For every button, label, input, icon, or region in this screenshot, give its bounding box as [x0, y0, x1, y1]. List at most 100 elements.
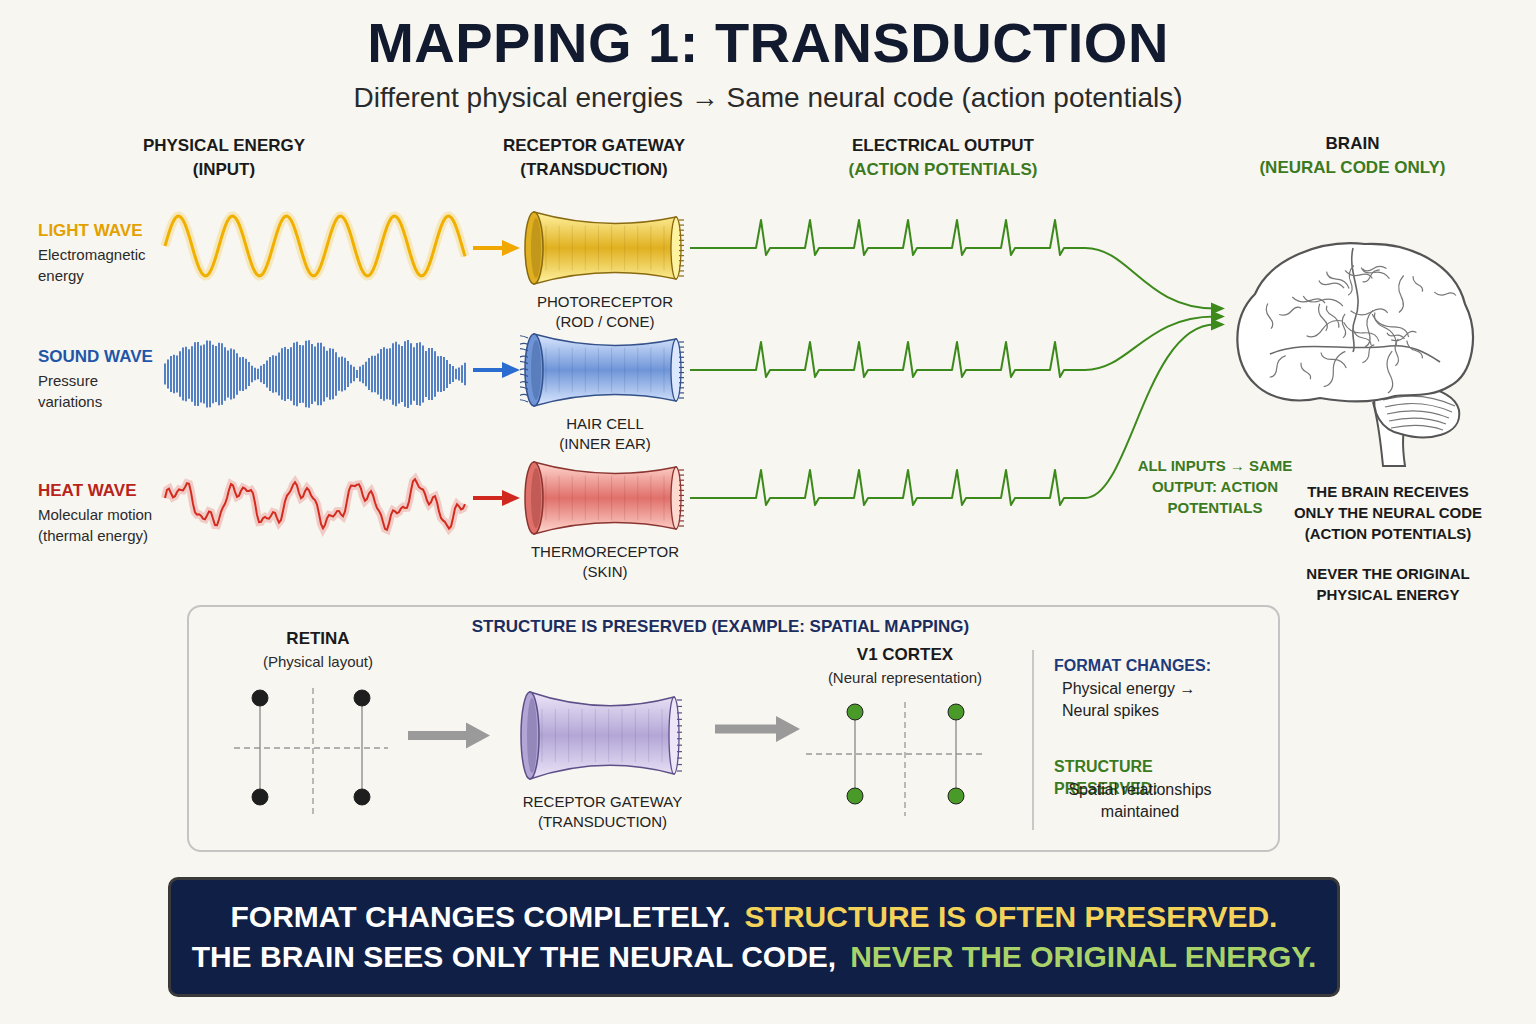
sound-stroke	[299, 345, 301, 403]
sound-stroke	[458, 368, 460, 381]
sound-stroke	[176, 356, 178, 393]
sound-stroke	[221, 343, 223, 405]
sound-stroke	[311, 344, 313, 404]
position-dot	[354, 789, 370, 805]
sound-stroke	[317, 343, 319, 405]
brain-gyrus	[1407, 341, 1423, 359]
sound-stroke	[257, 369, 259, 380]
connector	[473, 490, 520, 506]
gateway-stripe	[559, 476, 560, 521]
wave-name: LIGHT WAVE	[38, 220, 162, 242]
brain-gyrus	[1324, 351, 1346, 386]
sound-stroke	[368, 358, 370, 390]
receptor-label: THERMORECEPTOR (SKIN)	[528, 542, 683, 583]
brain-gyrus	[1301, 363, 1311, 380]
title: MAPPING 1: TRANSDUCTION	[0, 10, 1536, 75]
gateway-stripe	[572, 348, 573, 393]
dot-link	[361, 698, 362, 797]
sound-stroke	[383, 347, 385, 400]
cilia-hair	[520, 369, 528, 372]
gateway-fringe	[679, 352, 684, 353]
sound-stroke	[230, 348, 232, 399]
brain-gyrus	[1279, 307, 1301, 315]
sound-stroke	[260, 366, 262, 383]
gateway-fringe	[679, 490, 684, 491]
brain-gyrus	[1434, 292, 1456, 295]
position-dot	[252, 789, 268, 805]
sound-stroke	[413, 347, 415, 401]
gateway-fringe	[679, 377, 684, 378]
gateway-end	[669, 697, 679, 774]
cerebellum-fold	[1389, 418, 1446, 424]
sound-stroke	[170, 356, 172, 392]
sound-stroke	[365, 362, 367, 387]
receptor-gateway-shape	[520, 458, 690, 538]
gateway-fringe	[679, 362, 684, 363]
brain-gyrus	[1266, 304, 1273, 329]
receptor-gateway-shape	[520, 330, 690, 410]
cerebellum-fold	[1387, 411, 1449, 418]
cilia-hair	[520, 343, 528, 346]
sound-stroke	[377, 353, 379, 394]
gateway-mouth	[525, 212, 543, 284]
brain-gyrus	[1327, 272, 1350, 289]
wave-glow	[165, 479, 465, 530]
wave-label: HEAT WAVEMolecular motion (thermal energ…	[38, 480, 162, 546]
connector-line	[690, 220, 1215, 309]
sound-stroke	[203, 344, 205, 403]
sound-stroke	[323, 346, 325, 401]
sound-stroke	[407, 340, 409, 408]
gateway-stripe	[572, 476, 573, 521]
gateway-stripe	[598, 476, 599, 521]
gateway-mouth	[525, 462, 543, 534]
label-text: RECEPTOR GATEWAY (TRANSDUCTION)	[492, 134, 697, 182]
gateway-fringe	[679, 250, 684, 251]
sound-stroke	[167, 360, 169, 389]
sound-stroke	[344, 358, 346, 390]
cilia-hair	[520, 361, 528, 363]
sound-stroke	[287, 349, 289, 399]
brain-gyrus	[1362, 345, 1374, 363]
sound-stroke	[374, 356, 376, 392]
arrowhead	[502, 240, 520, 256]
banner-text: NEVER THE ORIGINAL ENERGY.	[850, 940, 1316, 974]
gateway-mouth-inner	[531, 468, 541, 528]
cilia-hair	[520, 356, 528, 359]
gateway-stripe	[637, 348, 638, 393]
sound-stroke	[281, 348, 283, 400]
gateway-mouth-inner	[527, 698, 537, 773]
wave-label: LIGHT WAVEElectromagnetic energy	[38, 220, 162, 286]
gateway-fringe	[679, 520, 684, 521]
sound-stroke	[431, 348, 433, 400]
gateway-stripe	[546, 348, 547, 393]
wave-description: Pressure variations	[38, 370, 162, 412]
gateway-fringe	[679, 260, 684, 261]
sound-stroke	[386, 349, 388, 399]
sound-stroke	[206, 341, 208, 408]
arrowhead	[502, 490, 520, 506]
gateway-stripe	[595, 709, 596, 762]
sound-stroke	[461, 365, 463, 382]
gateway-fringe	[679, 387, 684, 388]
sound-stroke	[266, 361, 268, 388]
sound-stroke	[404, 341, 406, 406]
divider-line	[1032, 650, 1034, 830]
sound-stroke	[269, 357, 271, 391]
node-grid: RETINA(Physical layout)	[228, 628, 408, 818]
connector	[690, 220, 1225, 315]
sound-stroke	[251, 366, 253, 382]
brain-gyrus	[1361, 268, 1389, 279]
sound-stroke	[191, 346, 193, 402]
sound-stroke	[389, 348, 391, 400]
arrowhead	[466, 723, 490, 749]
banner-text: STRUCTURE IS OFTEN PRESERVED.	[745, 900, 1278, 934]
brain-gyrus	[1270, 356, 1286, 378]
sound-stroke	[338, 357, 340, 391]
sound-stroke	[380, 349, 382, 399]
wave-graphic	[165, 200, 465, 292]
wave-graphic	[165, 458, 465, 550]
gateway-stripe	[637, 226, 638, 271]
gateway-stripe	[611, 348, 612, 393]
sound-stroke	[347, 361, 349, 387]
gateway-stripe	[582, 709, 583, 762]
